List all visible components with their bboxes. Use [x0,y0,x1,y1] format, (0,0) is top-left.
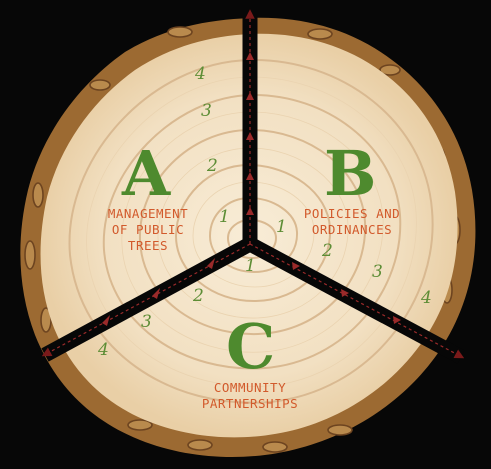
section-a-ring-4: 4 [195,66,206,83]
section-b-ring-4: 4 [421,290,432,307]
section-b-ring-3: 3 [372,264,383,281]
section-a-ring-2: 2 [207,158,218,175]
section-b-letter: B [324,143,376,205]
section-b-ring-2: 2 [322,243,333,260]
section-a-ring-3: 3 [201,103,212,120]
section-c-ring-1: 1 [245,258,256,275]
section-a-caption: MANAGEMENT OF PUBLIC TREES [86,206,210,254]
section-a-ring-1: 1 [219,209,230,226]
section-a-letter: A [122,143,170,205]
section-c-letter: C [226,316,275,378]
section-c-ring-2: 2 [193,288,204,305]
section-c-ring-3: 3 [141,314,152,331]
section-c-ring-4: 4 [98,342,109,359]
section-c-caption: COMMUNITY PARTNERSHIPS [180,380,320,412]
section-b-ring-1: 1 [276,219,287,236]
section-b-caption: POLICIES AND ORDINANCES [290,206,414,238]
